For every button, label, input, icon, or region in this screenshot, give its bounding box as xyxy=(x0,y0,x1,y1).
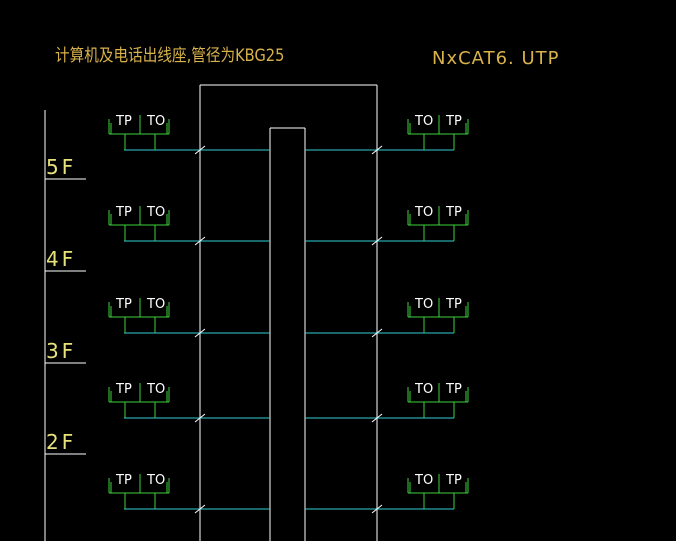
outlet-label-tp-right-0: TP xyxy=(446,114,462,129)
cable-spec-title: NxCAT6. UTP xyxy=(432,48,560,69)
conduit-crossing-left-2 xyxy=(194,328,206,338)
outlet-label-tp-left-1: TP xyxy=(116,205,132,220)
conduit-crossing-right-4 xyxy=(371,504,383,514)
outlet-label-tp-right-2: TP xyxy=(446,297,462,312)
conduit-crossing-left-0 xyxy=(194,145,206,155)
floor-label-5f: 5F xyxy=(46,155,77,179)
conduit-crossing-left-4 xyxy=(194,504,206,514)
conduit-crossing-left-3 xyxy=(194,413,206,423)
outlet-label-tp-left-2: TP xyxy=(116,297,132,312)
outlet-label-to-left-0: TO xyxy=(147,114,166,129)
floor-label-4f: 4F xyxy=(46,247,77,271)
outlet-label-to-right-3: TO xyxy=(415,382,434,397)
outlet-label-to-right-0: TO xyxy=(415,114,434,129)
outlet-label-tp-right-3: TP xyxy=(446,382,462,397)
outlet-label-to-left-4: TO xyxy=(147,473,166,488)
outlet-label-to-left-1: TO xyxy=(147,205,166,220)
outlet-label-to-left-2: TO xyxy=(147,297,166,312)
outlet-label-tp-right-1: TP xyxy=(446,205,462,220)
floor-label-3f: 3F xyxy=(46,339,77,363)
conduit-crossing-right-1 xyxy=(371,236,383,246)
conduit-crossing-right-2 xyxy=(371,328,383,338)
outlet-label-to-left-3: TO xyxy=(147,382,166,397)
floor-label-2f: 2F xyxy=(46,430,77,454)
outlet-note-title: 计算机及电话出线座,管径为KBG25 xyxy=(55,46,285,66)
outlet-label-tp-right-4: TP xyxy=(446,473,462,488)
conduit-crossing-right-0 xyxy=(371,145,383,155)
outlet-label-to-right-1: TO xyxy=(415,205,434,220)
conduit-crossing-left-1 xyxy=(194,236,206,246)
outlet-label-tp-left-0: TP xyxy=(116,114,132,129)
outlet-label-to-right-4: TO xyxy=(415,473,434,488)
outlet-label-tp-left-3: TP xyxy=(116,382,132,397)
outlet-label-to-right-2: TO xyxy=(415,297,434,312)
conduit-crossing-right-3 xyxy=(371,413,383,423)
outlet-label-tp-left-4: TP xyxy=(116,473,132,488)
